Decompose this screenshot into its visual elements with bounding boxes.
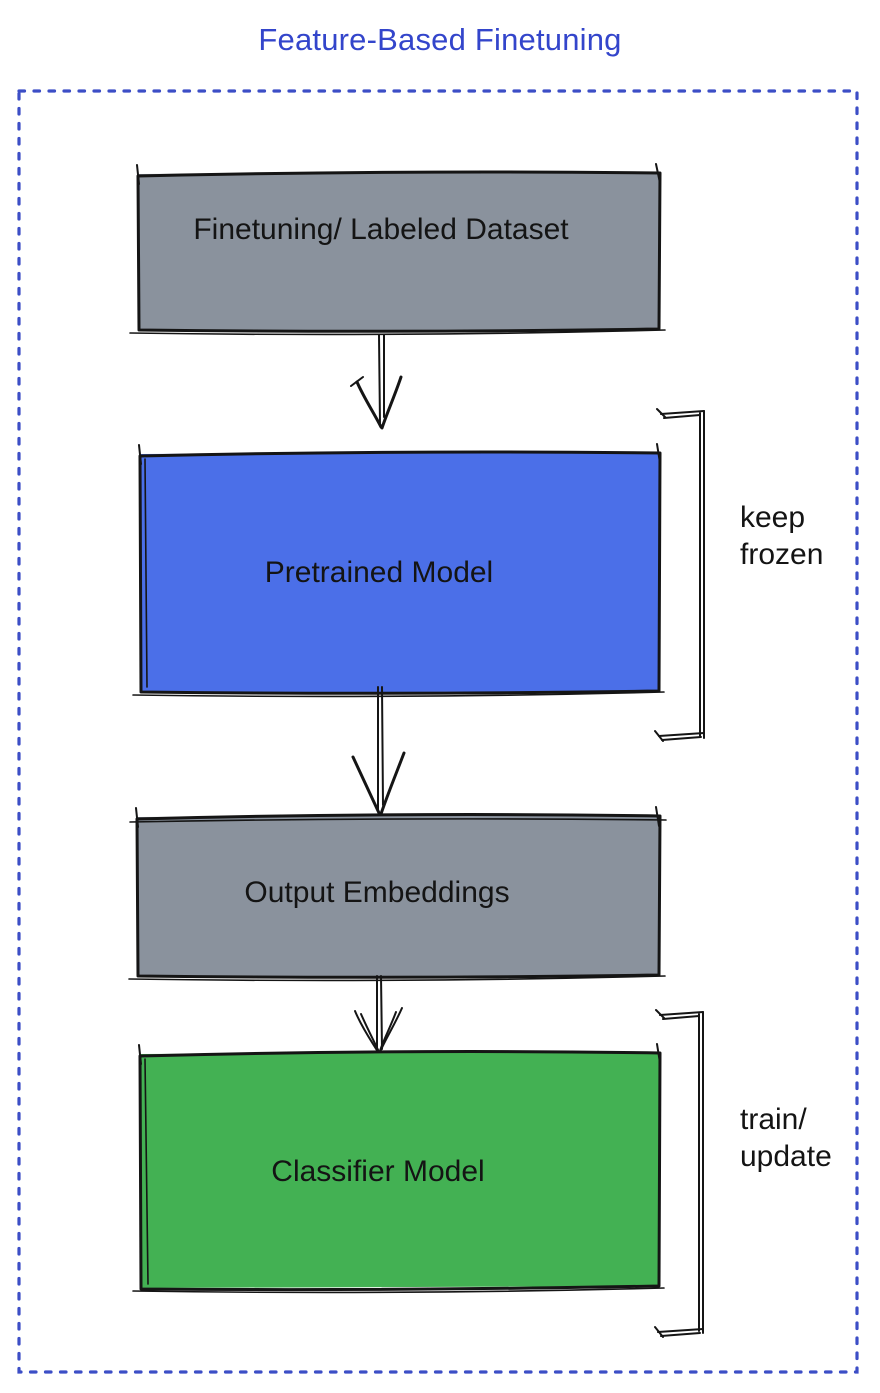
annotation-line: keep (740, 501, 806, 534)
annotation-line: train/ (740, 1103, 807, 1136)
node-output-embeddings (128, 806, 667, 982)
node-label-classifier-model: Classifier Model (271, 1155, 485, 1188)
train-update-bracket (654, 1009, 704, 1338)
arrow-pretrained-to-embeddings (351, 686, 406, 816)
annotation-train-update: train/ update (740, 1101, 832, 1175)
node-label-output-embeddings: Output Embeddings (244, 876, 510, 909)
arrow-embeddings-to-classifier (354, 975, 403, 1053)
annotation-keep-frozen: keep frozen (740, 499, 823, 573)
node-pretrained-model (132, 443, 665, 698)
arrow-dataset-to-pretrained (350, 334, 403, 430)
keep-frozen-bracket (654, 408, 705, 742)
node-finetuning-dataset (129, 163, 666, 336)
diagram-title: Feature-Based Finetuning (258, 22, 622, 57)
node-label-pretrained-model: Pretrained Model (264, 556, 494, 589)
annotation-line: frozen (740, 538, 824, 571)
node-classifier-model (132, 1043, 665, 1294)
dashed-boundary (17, 89, 859, 1374)
node-label-finetuning-dataset: Finetuning/ Labeled Dataset (193, 213, 569, 246)
annotation-line: update (740, 1140, 832, 1173)
